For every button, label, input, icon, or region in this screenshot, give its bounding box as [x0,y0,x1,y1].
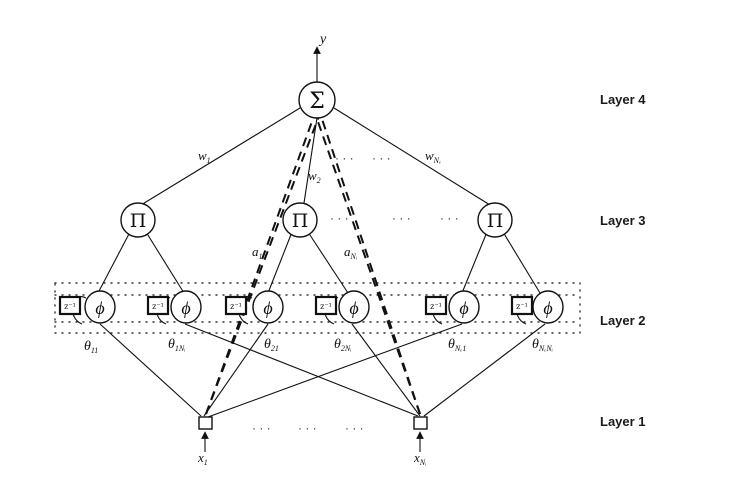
edge-l2-l1 [207,323,463,418]
phi-node [252,290,284,324]
theta-label: θ1Nᵢ [168,337,186,353]
ellipsis: · · · [335,151,354,165]
layer-4-label: Layer 4 [600,92,646,107]
delay-symbol: z⁻¹ [320,302,332,311]
recurrent-link [205,115,320,415]
delay-symbol: z⁻¹ [516,302,528,311]
ellipsis: · · · [440,211,459,225]
edge-l3-l2 [461,231,488,294]
phi-node [84,290,116,324]
input-label-xN: xNᵢ [413,450,426,467]
recurrent-label-a1: a1 [252,244,263,261]
phi-node [448,290,480,324]
membership-unit: z⁻¹ ϕ [424,290,480,325]
sum-symbol: Σ [309,89,325,114]
edge-l4-l3 [303,117,318,204]
phi-symbol: ϕ [543,298,552,318]
edge-l3-l2 [502,231,541,294]
product-symbol: Π [487,210,504,232]
delay-box [146,295,170,316]
delay-symbol: z⁻¹ [152,302,164,311]
edge-l3-l2 [307,231,349,294]
edge-l2-l1 [203,323,269,417]
edge-l2-l1 [99,323,202,417]
edge-l4-l3 [333,107,491,206]
edge-l3-l2 [145,231,185,294]
edge-l2-l1 [184,323,419,417]
output-label: y [318,32,327,47]
recurrent-link [320,115,421,415]
delay-box [314,295,338,316]
layer-1-label: Layer 1 [600,414,646,429]
membership-unit: z⁻¹ ϕ [314,290,370,325]
phi-symbol: ϕ [95,298,104,318]
ellipsis: · · · [372,151,391,165]
theta-label: θNₑNᵢ [532,337,553,353]
phi-symbol: ϕ [263,298,272,318]
delay-symbol: z⁻¹ [230,302,242,311]
phi-node [170,290,202,324]
edge-l3-l2 [267,231,293,294]
phi-symbol: ϕ [459,298,468,318]
ellipsis: · · · [392,211,411,225]
phi-symbol: ϕ [349,298,358,318]
product-symbol: Π [292,210,309,232]
weight-label-wN: wNₑ [425,148,441,165]
product-node: Π [282,202,318,238]
edge-l2-l1 [423,323,546,417]
delay-symbol: z⁻¹ [64,302,76,311]
input-node-x1 [198,416,213,430]
delay-box [58,295,82,316]
ellipsis: · · · [298,421,317,435]
ellipsis: · · · [345,421,364,435]
weight-label-w1: w1 [198,148,211,165]
layer-2-label: Layer 2 [600,313,646,328]
theta-label: θ2Nᵢ [334,337,352,353]
theta-label: θNₑ1 [448,337,466,353]
phi-node [532,290,564,324]
phi-symbol: ϕ [181,298,190,318]
layer-3-label: Layer 3 [600,213,646,228]
ellipsis: · · · [252,421,271,435]
input-label-x1: x1 [197,450,208,467]
membership-unit: z⁻¹ ϕ [510,290,564,325]
theta-label: θ11 [84,339,98,355]
recurrent-label-aN: aNᵢ [344,244,357,261]
product-symbol: Π [130,210,147,232]
sum-node [298,81,336,119]
weight-label-w2: w2 [308,168,321,185]
phi-node [338,290,370,324]
membership-unit: z⁻¹ ϕ [224,290,284,325]
edge-l3-l2 [97,231,131,294]
ellipsis: · · · [330,211,349,225]
membership-unit: z⁻¹ ϕ [58,290,116,325]
edge-l2-l1 [351,323,421,417]
edge-l4-l3 [140,107,301,206]
product-node: Π [477,202,513,238]
delay-box [510,295,534,316]
delay-box [424,295,448,316]
product-node: Π [120,202,156,238]
delay-symbol: z⁻¹ [430,302,442,311]
delay-box [224,295,248,316]
theta-label: θ21 [264,337,279,353]
input-node-xN [413,416,428,430]
membership-unit: z⁻¹ ϕ [146,290,202,325]
